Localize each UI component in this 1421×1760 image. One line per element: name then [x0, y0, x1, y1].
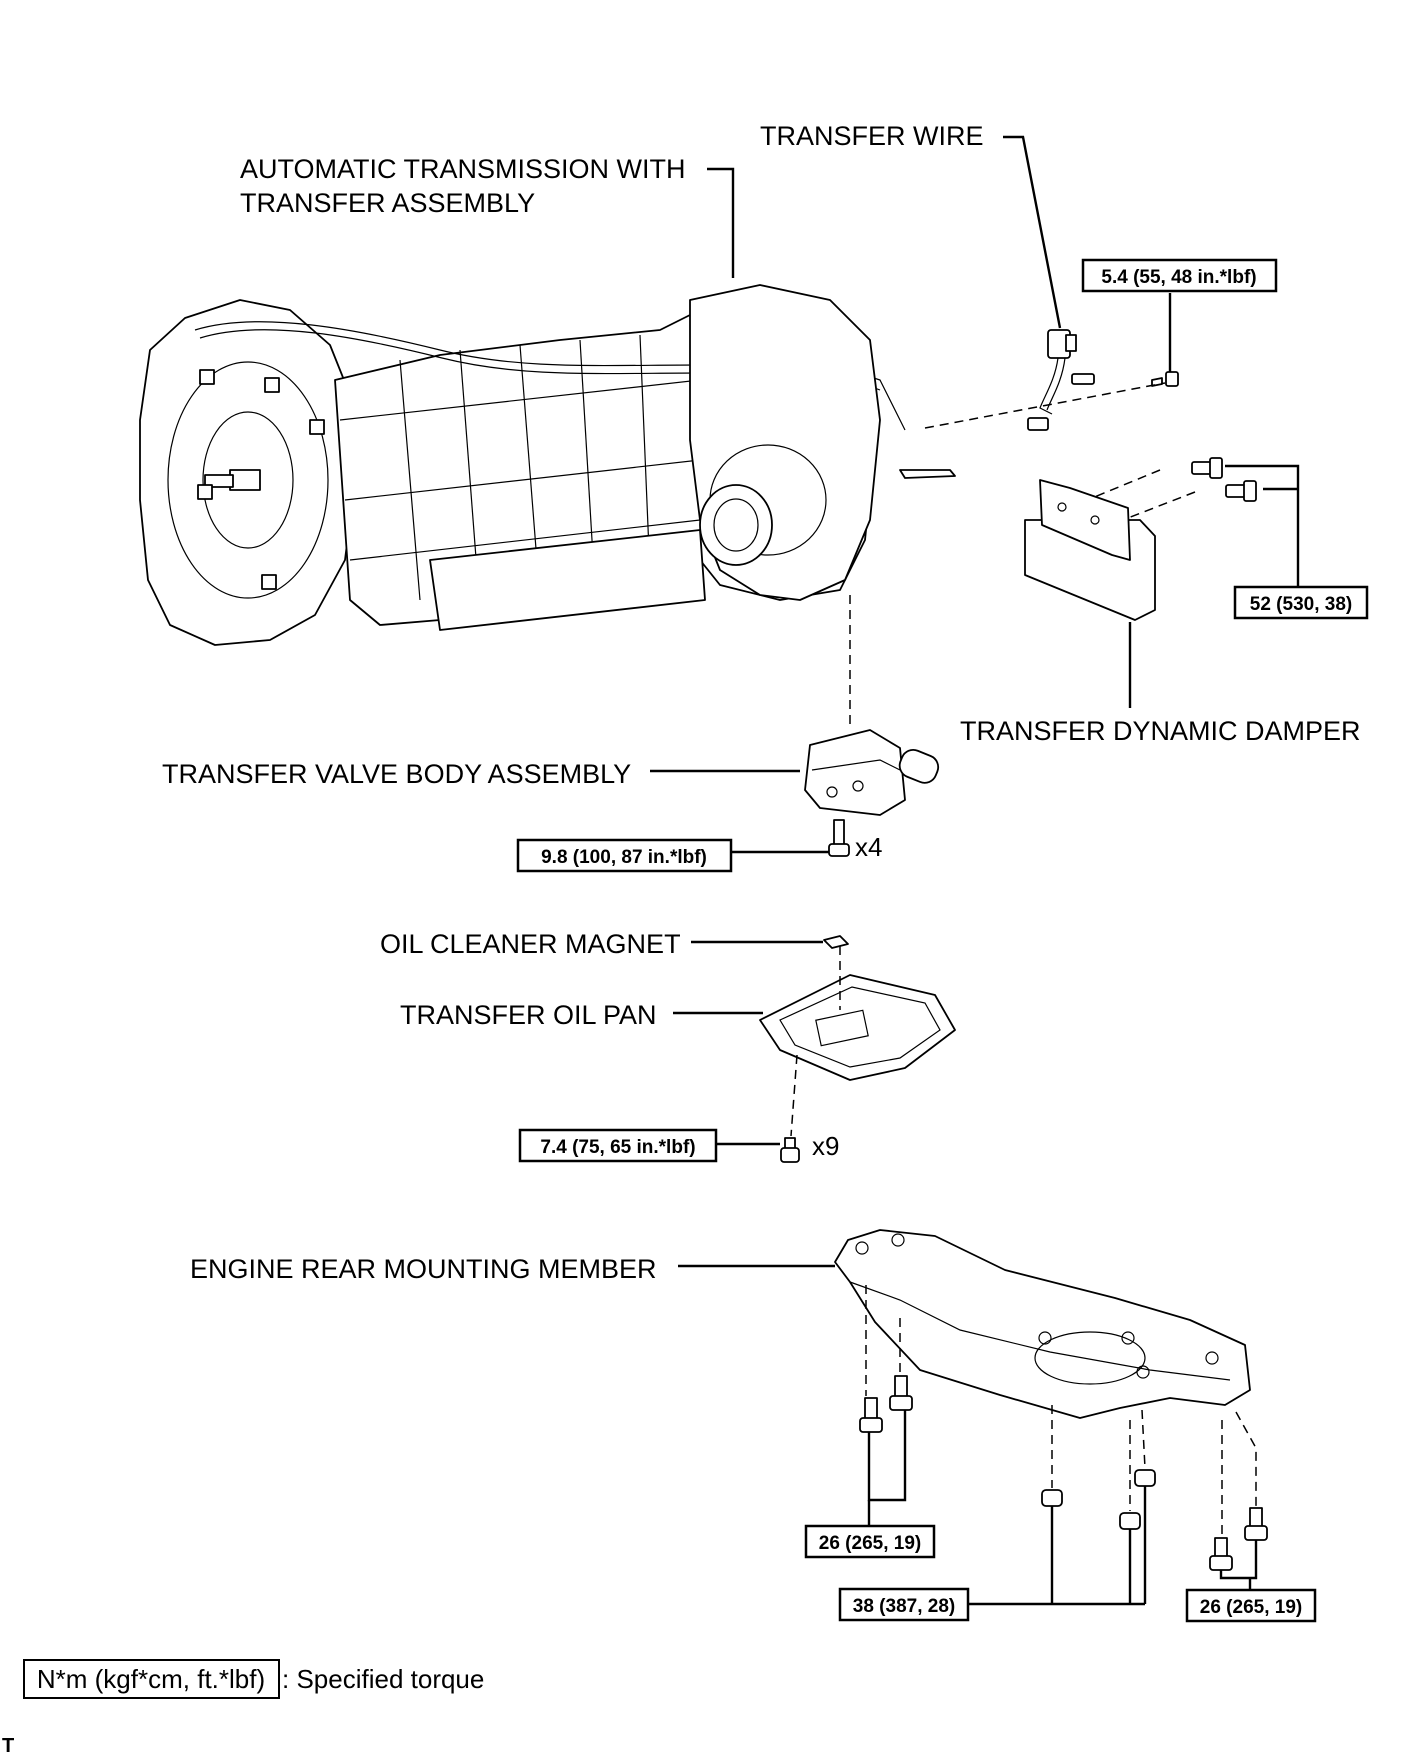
svg-text:7.4 (75, 65 in.*lbf): 7.4 (75, 65 in.*lbf) — [540, 1137, 695, 1158]
svg-text:26 (265, 19): 26 (265, 19) — [1200, 1597, 1302, 1618]
mount-left-bolts-drawing — [859, 1375, 913, 1433]
label-rear-mounting: ENGINE REAR MOUNTING MEMBER — [190, 1254, 657, 1284]
label-oil-magnet: OIL CLEANER MAGNET — [380, 929, 681, 959]
svg-text:5.4 (55, 48 in.*lbf): 5.4 (55, 48 in.*lbf) — [1101, 267, 1256, 288]
label-oil-pan: TRANSFER OIL PAN — [400, 1000, 657, 1030]
label-transfer-wire: TRANSFER WIRE — [760, 121, 984, 151]
label-dynamic-damper: TRANSFER DYNAMIC DAMPER — [960, 716, 1361, 746]
torque-legend: N*m (kgf*cm, ft.*lbf) : Specified torque — [23, 1659, 484, 1699]
label-transmission-line1: AUTOMATIC TRANSMISSION WITH — [240, 154, 686, 184]
label-valve-body: TRANSFER VALVE BODY ASSEMBLY — [162, 759, 631, 789]
label-transmission-line2: TRANSFER ASSEMBLY — [240, 188, 535, 218]
footer-mark: T — [2, 1735, 14, 1757]
qty-oil-pan-bolts: x9 — [812, 1131, 839, 1161]
torque-damper-bolts: 52 (530, 38) — [1233, 585, 1369, 620]
leader-lines — [650, 135, 1300, 1606]
svg-text:38 (387, 28): 38 (387, 28) — [853, 1596, 955, 1617]
alignment-dashes — [790, 382, 1257, 1536]
automatic-transmission-drawing — [139, 284, 956, 646]
damper-bolt-2 — [1225, 480, 1257, 502]
mount-center-nuts-drawing — [1041, 1469, 1156, 1530]
transfer-dynamic-damper-drawing — [1024, 457, 1257, 621]
damper-bolt-1 — [1191, 457, 1223, 479]
engine-rear-mounting-member-drawing — [834, 1229, 1251, 1419]
mount-right-bolts-drawing — [1209, 1507, 1268, 1571]
qty-valve-body-bolts: x4 — [855, 832, 882, 862]
torque-mount-right-bolts: 26 (265, 19) — [1185, 1588, 1317, 1623]
oil-cleaner-magnet-drawing — [823, 935, 849, 949]
svg-text:52 (530, 38): 52 (530, 38) — [1250, 594, 1352, 615]
legend-description: : Specified torque — [282, 1664, 484, 1694]
legend-unit-box: N*m (kgf*cm, ft.*lbf) — [37, 1664, 265, 1694]
torque-oil-pan-bolts: 7.4 (75, 65 in.*lbf) — [518, 1128, 718, 1163]
torque-wire-bolt: 5.4 (55, 48 in.*lbf) — [1081, 258, 1278, 293]
torque-mount-center-nuts: 38 (387, 28) — [838, 1587, 970, 1622]
transfer-valve-body-drawing — [804, 729, 940, 857]
torque-mount-left-bolts: 26 (265, 19) — [804, 1524, 936, 1559]
torque-valve-body-bolts: 9.8 (100, 87 in.*lbf) — [516, 838, 733, 873]
transfer-wire-drawing — [1027, 329, 1179, 431]
svg-text:9.8 (100, 87 in.*lbf): 9.8 (100, 87 in.*lbf) — [541, 847, 707, 868]
svg-text:26 (265, 19): 26 (265, 19) — [819, 1533, 921, 1554]
transfer-oil-pan-drawing — [759, 974, 956, 1163]
